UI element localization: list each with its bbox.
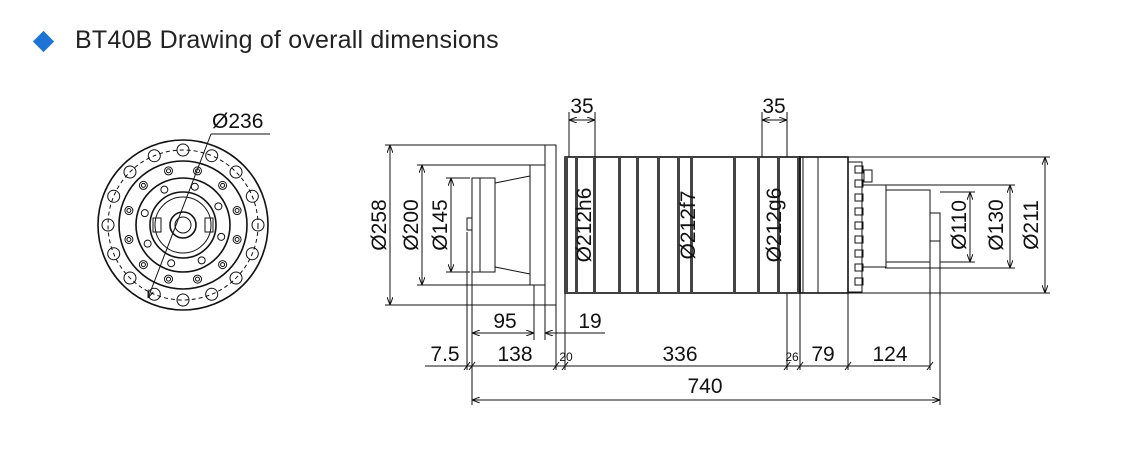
length-138-label: 138 [497, 343, 532, 366]
mount-hole [229, 271, 243, 285]
bearing-width-2-label: 35 [762, 95, 785, 118]
dia-212h6-label: Ø212h6 [573, 188, 596, 263]
length-336-label: 336 [662, 343, 697, 366]
dimension-tick [552, 361, 560, 371]
dia-211-label: Ø211 [1020, 200, 1043, 250]
length-95-label: 95 [493, 310, 516, 333]
bolt-hole [197, 256, 206, 265]
dia-258-label: Ø258 [368, 199, 391, 250]
rear-bolt [854, 179, 864, 188]
dia-145-label: Ø145 [429, 199, 452, 250]
bolt-hole-inner [140, 182, 146, 188]
bolt-hole-inner [166, 276, 172, 282]
bolt-hole [164, 166, 174, 176]
front-diameter-label: Ø236 [212, 110, 263, 133]
ring-groove [575, 157, 578, 293]
mount-hole [176, 143, 190, 157]
bolt-hole [232, 206, 242, 216]
ring-groove [677, 157, 680, 293]
mount-hole [107, 247, 121, 261]
bolt-hole [190, 182, 199, 191]
length-79-label: 79 [811, 343, 834, 366]
ring-groove [565, 157, 568, 293]
rear-bolt [854, 277, 864, 286]
bolt-hole [218, 180, 228, 190]
ring-groove [657, 157, 660, 293]
page-title: BT40B Drawing of overall dimensions [75, 26, 499, 54]
dia-212g6-label: Ø212g6 [763, 188, 786, 263]
total-length-label: 740 [687, 375, 722, 398]
mount-hole [123, 165, 137, 179]
mount-hole [205, 149, 219, 163]
mount-hole [107, 189, 121, 203]
rear-bolt [854, 165, 864, 174]
bolt-hole [167, 259, 176, 268]
bolt-hole [214, 202, 223, 211]
rear-bolt [854, 235, 864, 244]
bolt-hole [164, 274, 174, 284]
mount-hole [205, 287, 219, 301]
mount-hole [147, 149, 161, 163]
length-124-label: 124 [872, 343, 907, 366]
dia-200-label: Ø200 [400, 199, 423, 250]
bolt-hole [138, 260, 148, 270]
dia-110-label: Ø110 [948, 200, 971, 250]
bolt-hole-inner [194, 276, 200, 282]
side-view: Ø258 Ø200 Ø145 Ø212h6 Ø212f7 Ø212g6 Ø110… [368, 95, 1050, 405]
dimension-tick [796, 361, 804, 371]
mount-hole [101, 218, 115, 232]
mount-hole [245, 247, 259, 261]
bolt-hole [124, 206, 134, 216]
dimension-tick [783, 361, 791, 371]
mount-hole [229, 165, 243, 179]
mount-hole [176, 293, 190, 307]
bolt-hole [140, 209, 149, 218]
bolt-hole-inner [126, 236, 132, 242]
ring-groove [618, 157, 621, 293]
bolt-hole [160, 185, 169, 194]
bolt-hole-inner [126, 208, 132, 214]
ring-groove [797, 157, 800, 293]
bolt-hole-inner [166, 168, 172, 174]
bolt-hole [192, 274, 202, 284]
length-20-label: 20 [559, 350, 573, 364]
dia-212f7-label: Ø212f7 [677, 191, 700, 260]
bolt-hole [138, 180, 148, 190]
length-19-label: 19 [578, 310, 601, 333]
ring-groove [757, 157, 760, 293]
bolt-hole [232, 234, 242, 244]
ring-groove [690, 157, 693, 293]
bolt-hole-inner [140, 262, 146, 268]
bolt-hole-inner [220, 262, 226, 268]
dimension-tick [561, 361, 569, 371]
ring-groove [636, 157, 639, 293]
length-7-5-label: 7.5 [430, 343, 459, 366]
bolt-hole [217, 232, 226, 241]
bolt-hole [124, 234, 134, 244]
mount-hole [245, 189, 259, 203]
mount-hole [251, 218, 265, 232]
length-26-label: 26 [785, 350, 799, 364]
bolt-hole [192, 166, 202, 176]
ring-groove [593, 157, 596, 293]
bolt-hole [143, 239, 152, 248]
dia-130-label: Ø130 [985, 199, 1008, 250]
rear-bolt [854, 249, 864, 258]
dimension-tick [468, 361, 476, 371]
rear-bolt [854, 207, 864, 216]
dimension-tick [844, 361, 852, 371]
rear-bolt [854, 193, 864, 202]
ring-groove [733, 157, 736, 293]
bolt-hole-inner [234, 236, 240, 242]
bolt-hole-inner [234, 208, 240, 214]
bolt-hole-inner [220, 182, 226, 188]
bearing-width-1-label: 35 [570, 95, 593, 118]
front-view: Ø236 [97, 110, 270, 311]
ring-groove [777, 157, 780, 293]
dimension-tick [463, 361, 471, 371]
dimension-tick [926, 361, 934, 371]
bolt-hole [218, 260, 228, 270]
mount-hole [123, 271, 137, 285]
rear-bolt [854, 221, 864, 230]
